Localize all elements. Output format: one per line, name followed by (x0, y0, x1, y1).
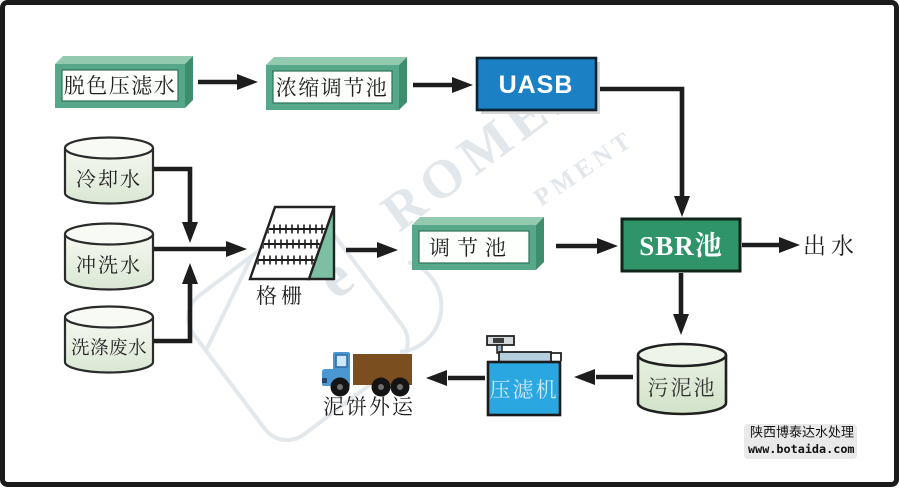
node-washing-wastewater-label: 洗涤废水 (71, 338, 147, 359)
arrowhead (182, 222, 198, 243)
arrow-cooling-to-junction (154, 166, 193, 223)
box-top-face (412, 217, 544, 225)
arrow-washing-to-junction (154, 284, 193, 344)
cylinder-top (636, 342, 728, 368)
arrowhead (574, 369, 595, 385)
node-flushing-water: 冲洗水 (63, 222, 155, 291)
footer-website-text: www.botaida.com (748, 442, 855, 456)
arrowhead (226, 241, 247, 257)
node-sbr: SBR池 (620, 217, 742, 273)
truck-bumper (322, 378, 327, 383)
node-uasb-label: UASB (499, 71, 574, 99)
box-top-face (266, 57, 407, 65)
arrowhead (452, 77, 473, 93)
truck-wheel-hub (378, 384, 384, 390)
node-sludge-cake-out-label: 泥饼外运 (323, 395, 415, 419)
press-handle-knob (493, 338, 504, 343)
truck-wheel-hub (397, 384, 403, 390)
arrowhead (237, 74, 258, 90)
node-screen: 格栅 (248, 205, 336, 308)
node-regulating-tank: 调节池 (412, 217, 544, 270)
press-plate (498, 351, 552, 363)
arrowhead (674, 196, 690, 217)
truck-window (335, 354, 348, 368)
box-top-face (55, 56, 193, 64)
arrowhead (597, 238, 618, 254)
node-sludge-tank-label: 污泥池 (648, 376, 717, 400)
node-filter-press: 压滤机 (486, 335, 562, 417)
node-cooling-water: 冷却水 (63, 136, 155, 205)
sbr-box (620, 217, 742, 273)
box-panel (418, 230, 530, 264)
box-panel (61, 69, 179, 102)
arrowhead (779, 237, 800, 253)
arrow-uasb-to-sbr (598, 86, 685, 197)
node-uasb: UASB (475, 56, 600, 114)
truck-wheel-hub (337, 384, 343, 390)
box-side-face (185, 56, 193, 108)
uasb-box (475, 56, 598, 112)
node-washing-wastewater: 洗涤废水 (63, 305, 155, 374)
footer-badge-bg (744, 424, 857, 459)
press-body (486, 360, 562, 417)
footer-brand-badge: 陕西博泰达水处理 www.botaida.com (744, 424, 857, 459)
node-sludge-tank: 污泥池 (636, 342, 728, 416)
cylinder-top (63, 136, 155, 160)
arrowhead (673, 314, 689, 335)
truck-icon: 泥饼外运 (322, 352, 415, 419)
box-side-face (536, 217, 544, 270)
node-screen-label: 格栅 (256, 284, 306, 308)
cylinder-body (63, 317, 155, 374)
node-concentration-tank: 浓缩调节池 (266, 57, 407, 110)
flow-arrows (154, 74, 800, 386)
cylinder-top (63, 222, 155, 246)
node-regulating-tank-label: 调节池 (429, 236, 513, 260)
cylinder-top (63, 305, 155, 329)
node-concentration-tank-label: 浓缩调节池 (276, 76, 389, 100)
arrowhead (426, 370, 447, 386)
cylinder-body (63, 148, 155, 205)
node-decolor-filtrate: 脱色压滤水 (55, 56, 193, 108)
arrowhead (182, 263, 198, 284)
node-effluent-label: 出水 (803, 234, 859, 259)
footer-company-text: 陕西博泰达水处理 (750, 425, 854, 440)
cylinder-body (636, 355, 728, 416)
node-decolor-filtrate-label: 脱色压滤水 (64, 74, 177, 98)
node-flushing-water-label: 冲洗水 (76, 254, 142, 277)
box-panel (272, 70, 393, 104)
node-sbr-label: SBR池 (639, 231, 723, 261)
box-side-face (399, 57, 407, 110)
node-filter-press-label: 压滤机 (490, 378, 559, 402)
arrowhead (377, 242, 398, 258)
screen-side-face (307, 206, 336, 281)
node-cooling-water-label: 冷却水 (76, 168, 142, 191)
cylinder-body (63, 234, 155, 291)
